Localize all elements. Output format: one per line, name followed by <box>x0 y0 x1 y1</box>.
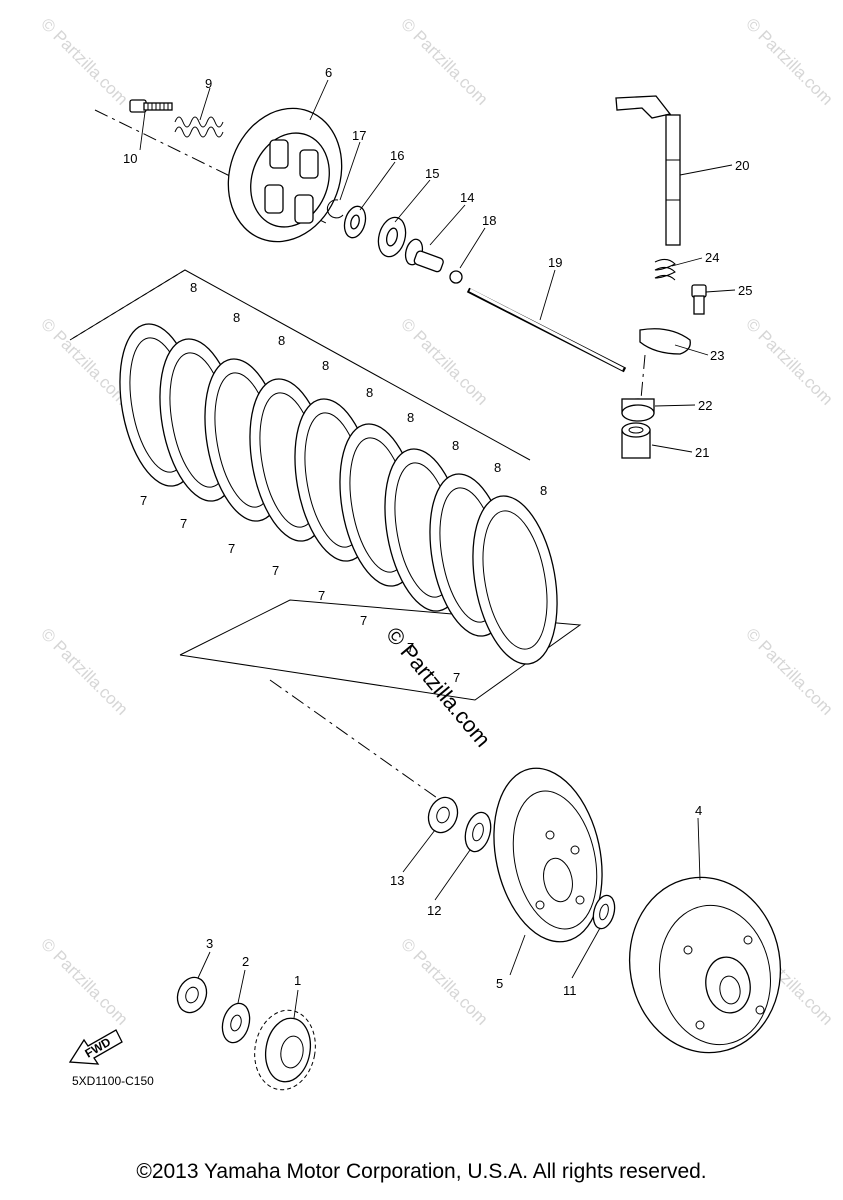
watermark: © Partzilla.com <box>37 314 131 408</box>
part-10-bolt <box>129 99 173 113</box>
callout-5: 5 <box>496 976 503 991</box>
callout-7: 7 <box>228 541 235 556</box>
center-watermark: © Partzilla.com <box>381 622 495 752</box>
callout-13: 13 <box>390 873 404 888</box>
callout-7: 7 <box>407 640 414 655</box>
callout-25: 25 <box>738 283 752 298</box>
part-9-spring <box>174 116 224 138</box>
callout-3: 3 <box>206 936 213 951</box>
callout-8: 8 <box>540 483 547 498</box>
part-17-circlip <box>326 199 344 219</box>
watermark: © Partzilla.com <box>742 314 836 408</box>
copyright-notice: ©2013 Yamaha Motor Corporation, U.S.A. A… <box>136 1160 707 1183</box>
leader-lines <box>139 79 736 1019</box>
callout-12: 12 <box>427 903 441 918</box>
callout-8: 8 <box>233 310 240 325</box>
watermark: © Partzilla.com <box>37 624 131 718</box>
part-22-oil-seal <box>621 398 655 422</box>
part-12-lock-washer <box>464 811 492 853</box>
part-13-nut <box>427 796 459 834</box>
callout-16: 16 <box>390 148 404 163</box>
part-24-spring <box>654 258 676 281</box>
clutch-plate-stack <box>119 323 558 665</box>
part-15-bearing <box>377 216 407 258</box>
part-16-washer <box>343 205 367 239</box>
callout-labels: 1 2 3 4 5 6 7 7 7 7 7 7 7 7 8 8 8 8 8 8 … <box>123 65 752 998</box>
callout-22: 22 <box>698 398 712 413</box>
callout-7: 7 <box>360 613 367 628</box>
callout-1: 1 <box>294 973 301 988</box>
part-19-push-rod <box>466 287 627 373</box>
callout-4: 4 <box>695 803 702 818</box>
plate-group-outline <box>69 269 582 701</box>
part-6-pressure-plate <box>227 107 343 243</box>
callout-11: 11 <box>563 983 577 998</box>
callout-21: 21 <box>695 445 709 460</box>
callout-7: 7 <box>272 563 279 578</box>
watermark: © Partzilla.com <box>37 14 131 108</box>
part-25-bolt <box>691 284 707 315</box>
part-1-primary-drive-gear <box>254 1009 316 1091</box>
callout-8: 8 <box>278 333 285 348</box>
callout-20: 20 <box>735 158 749 173</box>
part-23-plate <box>639 328 691 355</box>
callout-15: 15 <box>425 166 439 181</box>
diagram-code: 5XD1100-C150 <box>72 1074 154 1088</box>
callout-23: 23 <box>710 348 724 363</box>
callout-14: 14 <box>460 190 474 205</box>
callout-8: 8 <box>322 358 329 373</box>
callout-7: 7 <box>180 516 187 531</box>
callout-7: 7 <box>318 588 325 603</box>
callout-8: 8 <box>452 438 459 453</box>
watermark: © Partzilla.com <box>37 934 131 1028</box>
callout-24: 24 <box>705 250 719 265</box>
part-18-ball <box>449 270 463 284</box>
callout-6: 6 <box>325 65 332 80</box>
callout-2: 2 <box>242 954 249 969</box>
part-2-lock-washer <box>221 1002 251 1044</box>
watermark: © Partzilla.com <box>742 14 836 108</box>
part-14-push-rod <box>404 238 444 273</box>
callout-8: 8 <box>190 280 197 295</box>
callout-8: 8 <box>407 410 414 425</box>
callout-17: 17 <box>352 128 366 143</box>
callout-10: 10 <box>123 151 137 166</box>
part-5-clutch-boss <box>493 767 603 943</box>
part-21-bushing <box>621 422 651 459</box>
callout-8: 8 <box>366 385 373 400</box>
watermark: © Partzilla.com <box>397 934 491 1028</box>
callout-9: 9 <box>205 76 212 91</box>
part-3-nut <box>176 976 208 1014</box>
callout-7: 7 <box>140 493 147 508</box>
callout-8: 8 <box>494 460 501 475</box>
callout-18: 18 <box>482 213 496 228</box>
callout-7: 7 <box>453 670 460 685</box>
callout-19: 19 <box>548 255 562 270</box>
part-4-clutch-housing <box>628 876 782 1054</box>
watermark: © Partzilla.com <box>742 624 836 718</box>
part-20-push-lever-shaft <box>615 95 681 246</box>
fwd-arrow-icon: FWD <box>68 1029 123 1065</box>
watermark: © Partzilla.com <box>397 14 491 108</box>
